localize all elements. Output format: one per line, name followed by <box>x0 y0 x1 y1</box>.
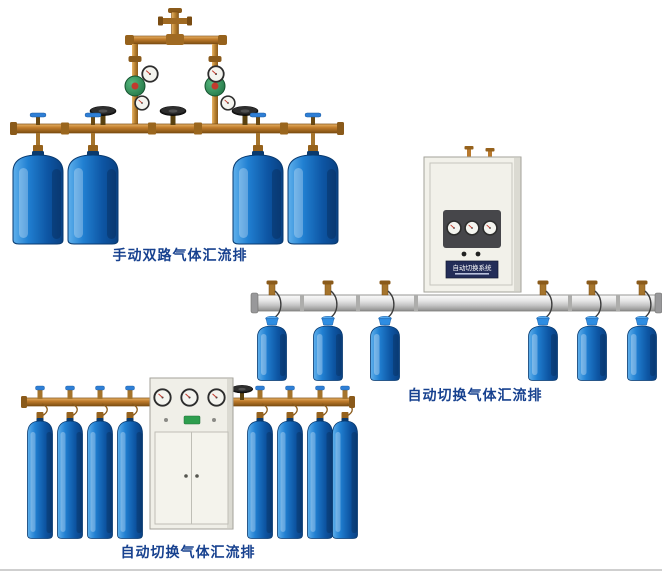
cylinder-station <box>332 385 358 539</box>
branch-valve <box>84 112 102 154</box>
product-photo-auto-manifold-2 <box>14 372 362 548</box>
manifold-pipe <box>10 122 344 135</box>
cylinder-station <box>307 385 333 539</box>
cylinder-station <box>117 385 143 539</box>
pressure-gauge <box>464 220 480 236</box>
pressure-gauge <box>180 388 199 407</box>
pressure-regulator-right <box>204 65 236 126</box>
pressure-gauge <box>220 95 236 111</box>
gas-cylinder <box>307 418 333 539</box>
valve-handwheel <box>89 106 117 125</box>
control-cabinet <box>149 377 234 530</box>
cylinder-station <box>528 280 558 381</box>
pressure-gauge <box>141 65 159 83</box>
header-pipe <box>125 34 227 45</box>
product-caption-auto-1: 自动切换气体汇流排 <box>407 387 543 403</box>
cylinder-station <box>627 280 657 381</box>
gas-cylinder <box>247 418 273 539</box>
cylinder-station <box>277 385 303 539</box>
gas-cylinder <box>67 151 119 245</box>
gas-cylinder <box>57 418 83 539</box>
product-caption-auto-2: 自动切换气体汇流排 <box>120 544 256 560</box>
gas-cylinder <box>12 151 64 245</box>
cylinder-station <box>370 280 400 381</box>
pressure-gauge <box>446 220 462 236</box>
gas-cylinder <box>627 325 657 381</box>
gas-cylinder <box>27 418 53 539</box>
valve-handwheel <box>231 106 259 125</box>
product-caption-manual-dual: 手动双路气体汇流排 <box>112 247 248 263</box>
gas-cylinder <box>528 325 558 381</box>
pressure-gauge <box>153 388 172 407</box>
union-nut <box>208 56 222 62</box>
cabinet-nameplate-text: 自动切换系统 <box>453 263 493 272</box>
inlet-riser-pipe <box>158 8 192 41</box>
product-photo-auto-manifold-1: 自动切换系统 <box>248 146 662 386</box>
branch-valve <box>29 112 47 154</box>
page-bottom-border <box>0 569 662 571</box>
manifold-pipe <box>250 292 662 314</box>
cylinder-station <box>577 280 607 381</box>
pressure-regulator-left <box>124 65 159 126</box>
indicator-light <box>461 251 467 257</box>
pressure-gauge <box>207 65 225 83</box>
cylinder-station <box>257 280 287 381</box>
door-handle <box>195 474 199 478</box>
valve-handwheel <box>159 106 187 125</box>
pressure-gauge <box>207 388 226 407</box>
cabinet-label-plate <box>183 415 201 425</box>
door-handle <box>184 474 188 478</box>
pressure-gauge <box>134 95 150 111</box>
product-photo-manual-dual-manifold <box>8 6 352 246</box>
indicator-light <box>475 251 481 257</box>
cylinder-station <box>247 385 273 539</box>
cylinder-station <box>87 385 113 539</box>
cabinet-nameplate: 自动切换系统 <box>445 260 499 279</box>
control-cabinet: 自动切换系统 <box>423 146 522 293</box>
pressure-gauge <box>482 220 498 236</box>
branch-valve <box>304 112 322 154</box>
valve-handwheel <box>230 385 254 400</box>
gas-cylinder <box>370 325 400 381</box>
cylinder-station <box>27 385 53 539</box>
union-nut <box>128 56 142 62</box>
cylinder-station <box>57 385 83 539</box>
cylinder-station <box>313 280 343 381</box>
gas-cylinder <box>577 325 607 381</box>
gas-cylinder <box>117 418 143 539</box>
gas-cylinder <box>332 418 358 539</box>
gas-cylinder <box>277 418 303 539</box>
gas-cylinder <box>87 418 113 539</box>
